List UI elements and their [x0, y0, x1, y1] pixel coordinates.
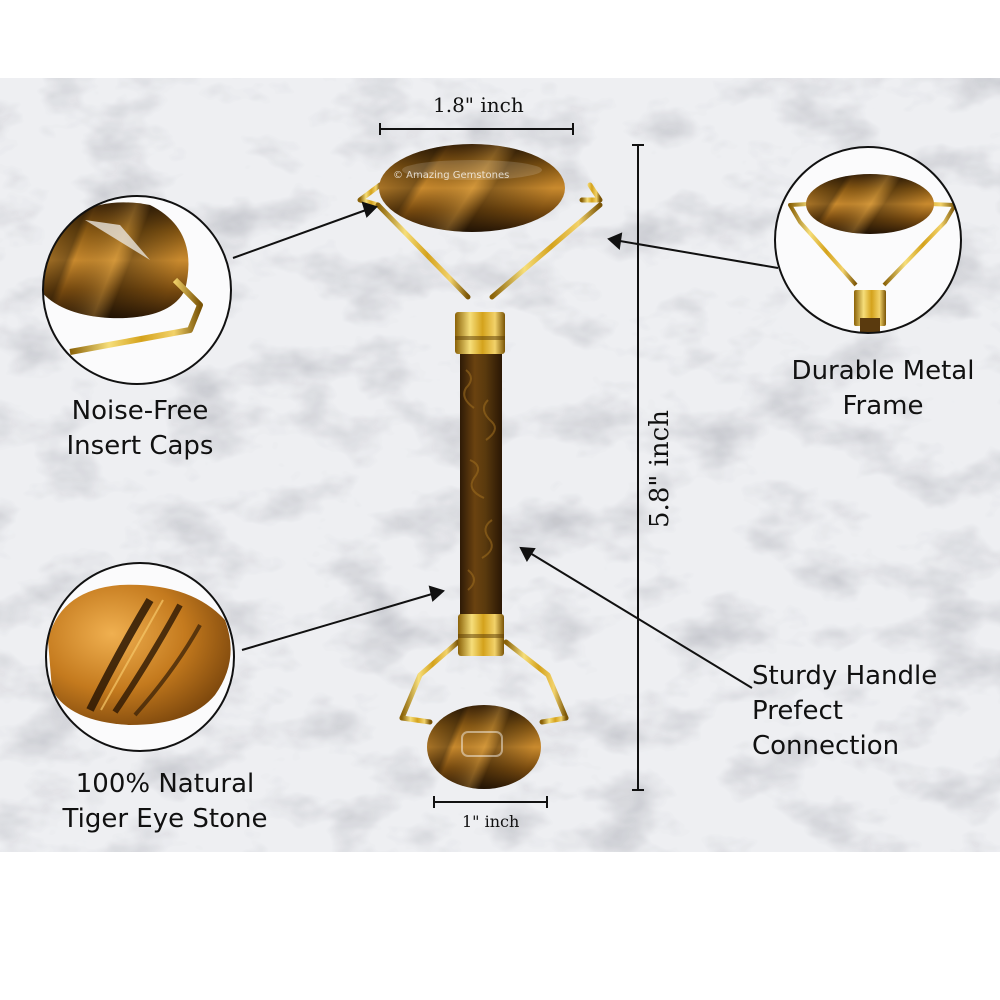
- stone-label: 100% Natural Tiger Eye Stone: [62, 769, 268, 834]
- length-dimension: 5.8" inch: [645, 410, 675, 528]
- insert-cap-closeup: [42, 195, 232, 385]
- callout-arrows: [232, 201, 779, 689]
- top-collar: [455, 312, 505, 354]
- handle-label: Sturdy Handle Prefect Connection: [752, 661, 938, 761]
- width-bottom-dimension: 1" inch: [462, 812, 520, 831]
- metal-frame-label: Durable Metal Frame: [791, 356, 975, 421]
- metal-frame-closeup: [774, 146, 962, 334]
- roller-frame: [357, 182, 603, 725]
- roller-handle: [460, 350, 502, 620]
- width-top-dimension: 1.8" inch: [433, 93, 524, 117]
- insert-caps-label: Noise-Free Insert Caps: [66, 396, 214, 461]
- watermark-text: © Amazing Gemstones: [393, 170, 510, 181]
- dimension-lines: [379, 123, 644, 808]
- tiger-eye-stone-closeup: [45, 562, 235, 752]
- small-roller-stone: [427, 705, 541, 789]
- large-roller-stone: [379, 144, 565, 232]
